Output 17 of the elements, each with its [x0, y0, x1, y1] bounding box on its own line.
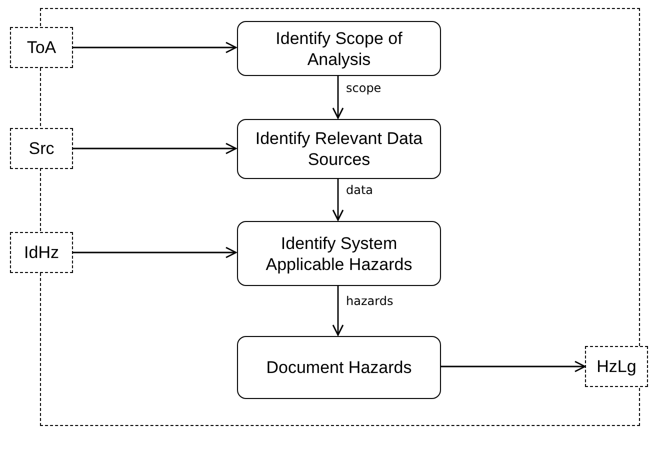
process-box: Identify System Applicable Hazards	[237, 221, 441, 286]
edge-label: data	[346, 183, 374, 197]
process-box: Identify Relevant Data Sources	[237, 119, 441, 179]
port-box: Src	[10, 128, 73, 169]
port-box: ToA	[10, 27, 73, 68]
arrow	[332, 75, 344, 119]
process-box: Identify Scope of Analysis	[237, 21, 441, 76]
arrow	[332, 178, 344, 221]
port-box: IdHz	[10, 232, 73, 273]
arrow	[73, 142, 237, 154]
edge-label: hazards	[346, 294, 394, 308]
arrow	[73, 42, 237, 54]
arrow	[73, 246, 237, 258]
arrow	[332, 285, 344, 336]
arrow	[440, 360, 586, 372]
process-box: Document Hazards	[237, 336, 441, 399]
port-box: HzLg	[585, 346, 648, 387]
